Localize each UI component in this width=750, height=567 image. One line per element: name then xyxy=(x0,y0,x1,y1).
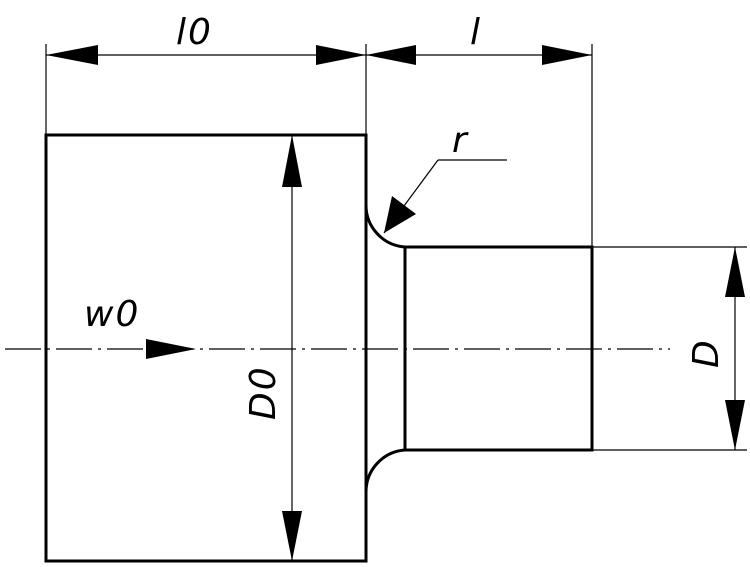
large-cylinder xyxy=(44,133,368,563)
label-r: r xyxy=(452,120,469,161)
dimension-D: D xyxy=(686,247,745,450)
dimension-D0: D0 xyxy=(243,135,302,561)
dimension-l: l xyxy=(366,12,592,65)
label-l0: l0 xyxy=(176,12,211,53)
label-l: l xyxy=(470,12,480,53)
label-w0: w0 xyxy=(84,294,138,335)
small-cylinder xyxy=(403,245,594,452)
fillet-top xyxy=(364,204,406,249)
leader-r: r xyxy=(383,120,507,234)
fillet-bottom xyxy=(364,448,406,493)
dimension-l0: l0 xyxy=(46,12,366,65)
label-D0: D0 xyxy=(243,367,284,420)
velocity-w0: w0 xyxy=(84,294,196,359)
label-D: D xyxy=(686,340,727,368)
